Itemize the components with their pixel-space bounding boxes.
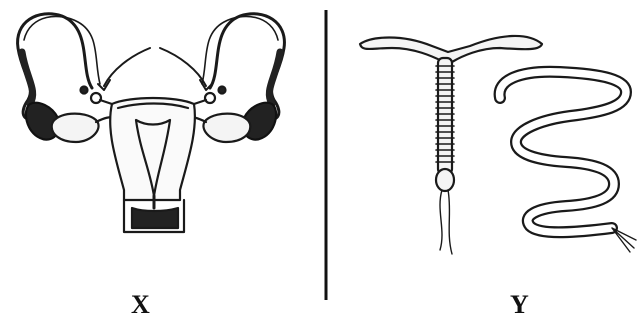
loop-threads <box>612 228 636 252</box>
panel-label-x: X <box>131 290 150 320</box>
lippes-loop-iud <box>500 72 636 252</box>
panel-label-y: Y <box>510 290 529 320</box>
left-ligation-site <box>81 87 113 105</box>
iud-threads <box>440 190 452 254</box>
vagina <box>132 208 178 228</box>
right-ovary <box>203 114 250 142</box>
left-ovary <box>52 114 99 142</box>
iud-arms <box>360 36 542 62</box>
iud-bulb <box>436 169 454 191</box>
female-reproductive-system <box>18 14 285 232</box>
loop-body-fill <box>500 72 626 233</box>
